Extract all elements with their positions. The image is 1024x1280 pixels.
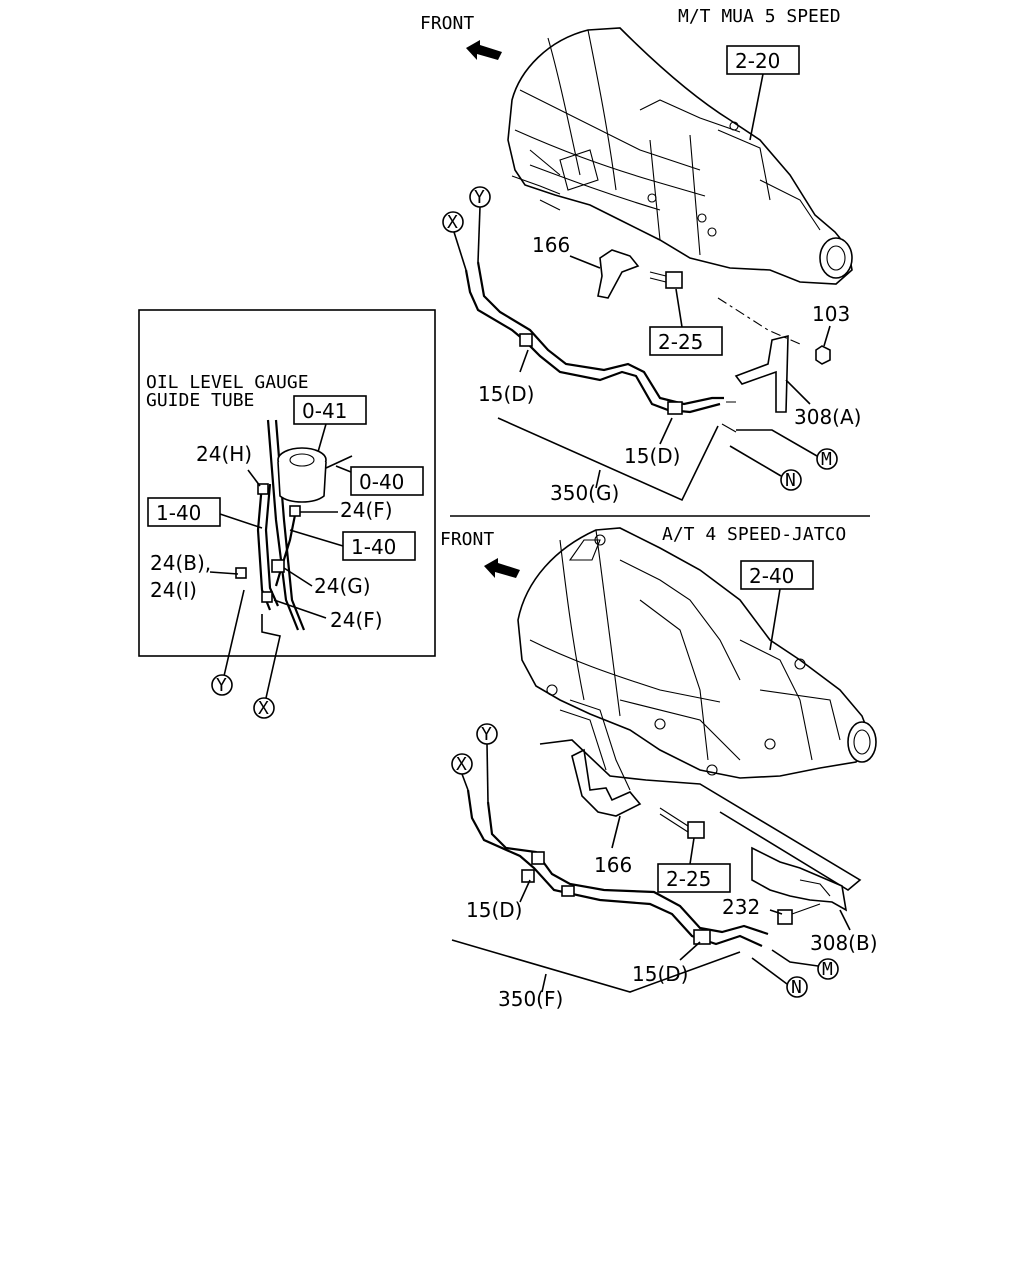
ref-box-mt-2-20 [726,45,800,75]
svg-text:N: N [785,470,796,491]
mt-section: M/T MUA 5 SPEED FRONT 2-2 [420,6,861,505]
inset-connector-y [211,674,233,696]
svg-text:Y: Y [474,187,485,208]
label-166-at: 166 [594,853,632,877]
leader-2-20 [749,73,764,141]
label-166-mt: 166 [532,233,570,257]
label-103: 103 [812,302,850,326]
inset-label-24f-2: 24(F) [330,608,383,632]
ref-box-at-2-40 [740,560,814,590]
ref-box-0-41 [293,395,367,425]
svg-text:X: X [447,212,458,233]
ref-label-at-2-40: 2-40 [749,564,794,588]
inset-label-24g: 24(G) [314,574,371,598]
connector-x-mt [442,211,464,233]
at-transmission-drawing [517,527,877,791]
at-heading: A/T 4 SPEED-JATCO [662,524,846,545]
pipe-at-2 [486,801,769,936]
ref-box-1-40-left [147,497,221,527]
mt-transmission-drawing [507,27,853,285]
front-arrow-bottom-icon [484,558,520,578]
pipe-mt-2 [476,261,724,406]
svg-text:M: M [822,959,833,980]
ref-box-mt-2-25 [649,326,723,356]
svg-text:Y: Y [216,675,227,696]
inset-caption-1: OIL LEVEL GAUGE [146,372,309,393]
svg-text:Y: Y [481,724,492,745]
label-232: 232 [722,895,760,919]
inset-label-24h: 24(H) [196,442,252,466]
inset-connector-x [253,697,275,719]
bracket-166-at-drawing [571,748,642,817]
svg-text:N: N [791,977,802,998]
bracket-166-drawing [597,249,640,299]
svg-text:0-41: 0-41 [302,399,347,423]
front-label-top: FRONT [420,13,474,34]
ref-label-mt-2-25: 2-25 [658,330,703,354]
ref-box-1-40-right [342,531,416,561]
front-label-bottom: FRONT [440,529,494,550]
svg-text:M: M [821,449,832,470]
connector-n-at [786,976,808,998]
group-line-350f [451,939,741,993]
pipe-at-1 [466,789,763,948]
inset-label-24b: 24(B), [150,551,211,575]
bolt-mt-drawing [665,271,683,289]
svg-text:X: X [456,754,467,775]
inset-label-24i: 24(I) [150,578,197,602]
inset-box: OIL LEVEL GAUGE GUIDE TUBE 0-41 0-40 1-4… [138,309,436,719]
inset-caption-2: GUIDE TUBE [146,390,254,411]
svg-text:0-40: 0-40 [359,470,404,494]
label-308b: 308(B) [810,931,878,955]
connector-m-at [817,958,839,980]
bracket-308a-drawing [734,334,789,413]
inset-hose-2 [274,509,298,587]
svg-text:X: X [258,698,269,719]
ref-box-at-2-25 [657,863,731,893]
label-350f: 350(F) [498,987,563,1011]
connector-m-mt [816,448,838,470]
svg-text:1-40: 1-40 [156,501,201,525]
ref-label-at-2-25: 2-25 [666,867,711,891]
bolt-at-drawing [687,821,705,839]
label-308a: 308(A) [794,405,861,429]
label-15d-mt-2: 15(D) [624,444,680,468]
front-arrow-top-icon [466,40,502,60]
svg-text:1-40: 1-40 [351,535,396,559]
label-15d-at-1: 15(D) [466,898,522,922]
label-15d-mt-1: 15(D) [478,382,534,406]
inset-label-24f-1: 24(F) [340,498,393,522]
at-section: A/T 4 SPEED-JATCO FRONT 2 [440,524,878,1011]
label-350g: 350(G) [550,481,619,505]
pipe-mt-1 [464,269,721,414]
mt-heading: M/T MUA 5 SPEED [678,6,841,27]
ref-label-mt-2-20: 2-20 [735,49,780,73]
bolt-232-drawing [777,909,793,925]
bracket-308b-drawing [751,846,848,912]
group-line-350g [497,417,719,502]
nut-103-drawing [815,345,831,365]
ref-box-0-40 [350,466,424,496]
connector-n-mt [780,469,802,491]
